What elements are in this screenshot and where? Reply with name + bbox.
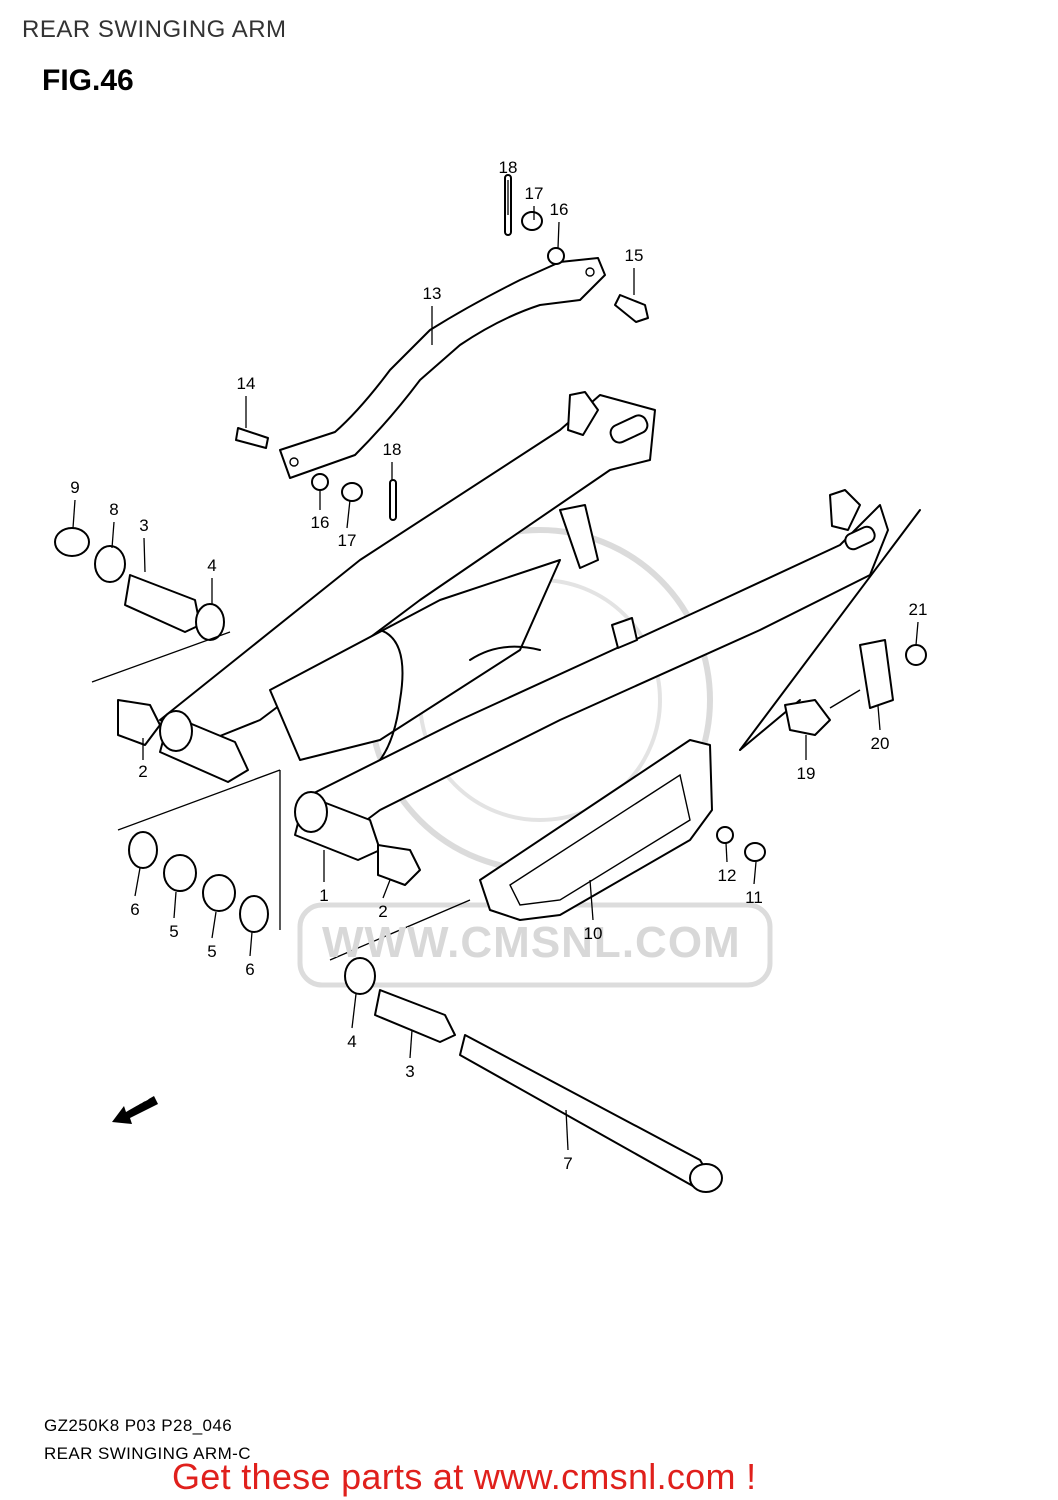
callout-6: 6 [245,960,255,979]
fwd-arrow-icon [112,1096,158,1124]
callout-1: 1 [319,886,329,905]
promo-link[interactable]: Get these parts at www.cmsnl.com ! [172,1456,757,1497]
torque-rod [279,257,606,479]
callout-18: 18 [498,158,518,177]
figure-label: FIG.46 [42,64,134,97]
callout-4: 4 [347,1032,357,1051]
callout-16: 16 [549,200,569,219]
diagram-subtitle: REAR SWINGING ARM-C [44,1444,251,1463]
pivot-tubes [159,710,381,861]
callout-12: 12 [717,866,737,885]
callout-3: 3 [139,516,149,535]
callout-2: 2 [138,762,148,781]
callout-17: 17 [337,531,357,550]
watermark-text: WWW.CMSNL.COM [322,918,741,967]
callout-16: 16 [310,513,330,532]
hardware-parts [54,174,927,1043]
swingarm [159,391,921,841]
pivot-shaft [459,1034,723,1193]
callout-20: 20 [870,734,890,753]
callout-9: 9 [70,478,80,497]
chain-case [479,739,713,921]
diagram-code: GZ250K8 P03 P28_046 [44,1416,233,1435]
callout-3: 3 [405,1062,415,1081]
callout-17: 17 [524,184,544,203]
callout-5: 5 [207,942,217,961]
callout-10: 10 [583,924,603,943]
callout-14: 14 [236,374,256,393]
callout-21: 21 [908,600,928,619]
callout-13: 13 [422,284,442,303]
callout-5: 5 [169,922,179,941]
callout-11: 11 [745,888,763,907]
leader-lines [72,180,919,1151]
callout-6: 6 [130,900,140,919]
callout-7: 7 [563,1154,573,1173]
callout-2: 2 [378,902,388,921]
callout-4: 4 [207,556,217,575]
callout-19: 19 [796,764,816,783]
callout-15: 15 [624,246,644,265]
page-title: REAR SWINGING ARM [22,16,287,43]
callout-8: 8 [109,500,119,519]
callout-18: 18 [382,440,402,459]
